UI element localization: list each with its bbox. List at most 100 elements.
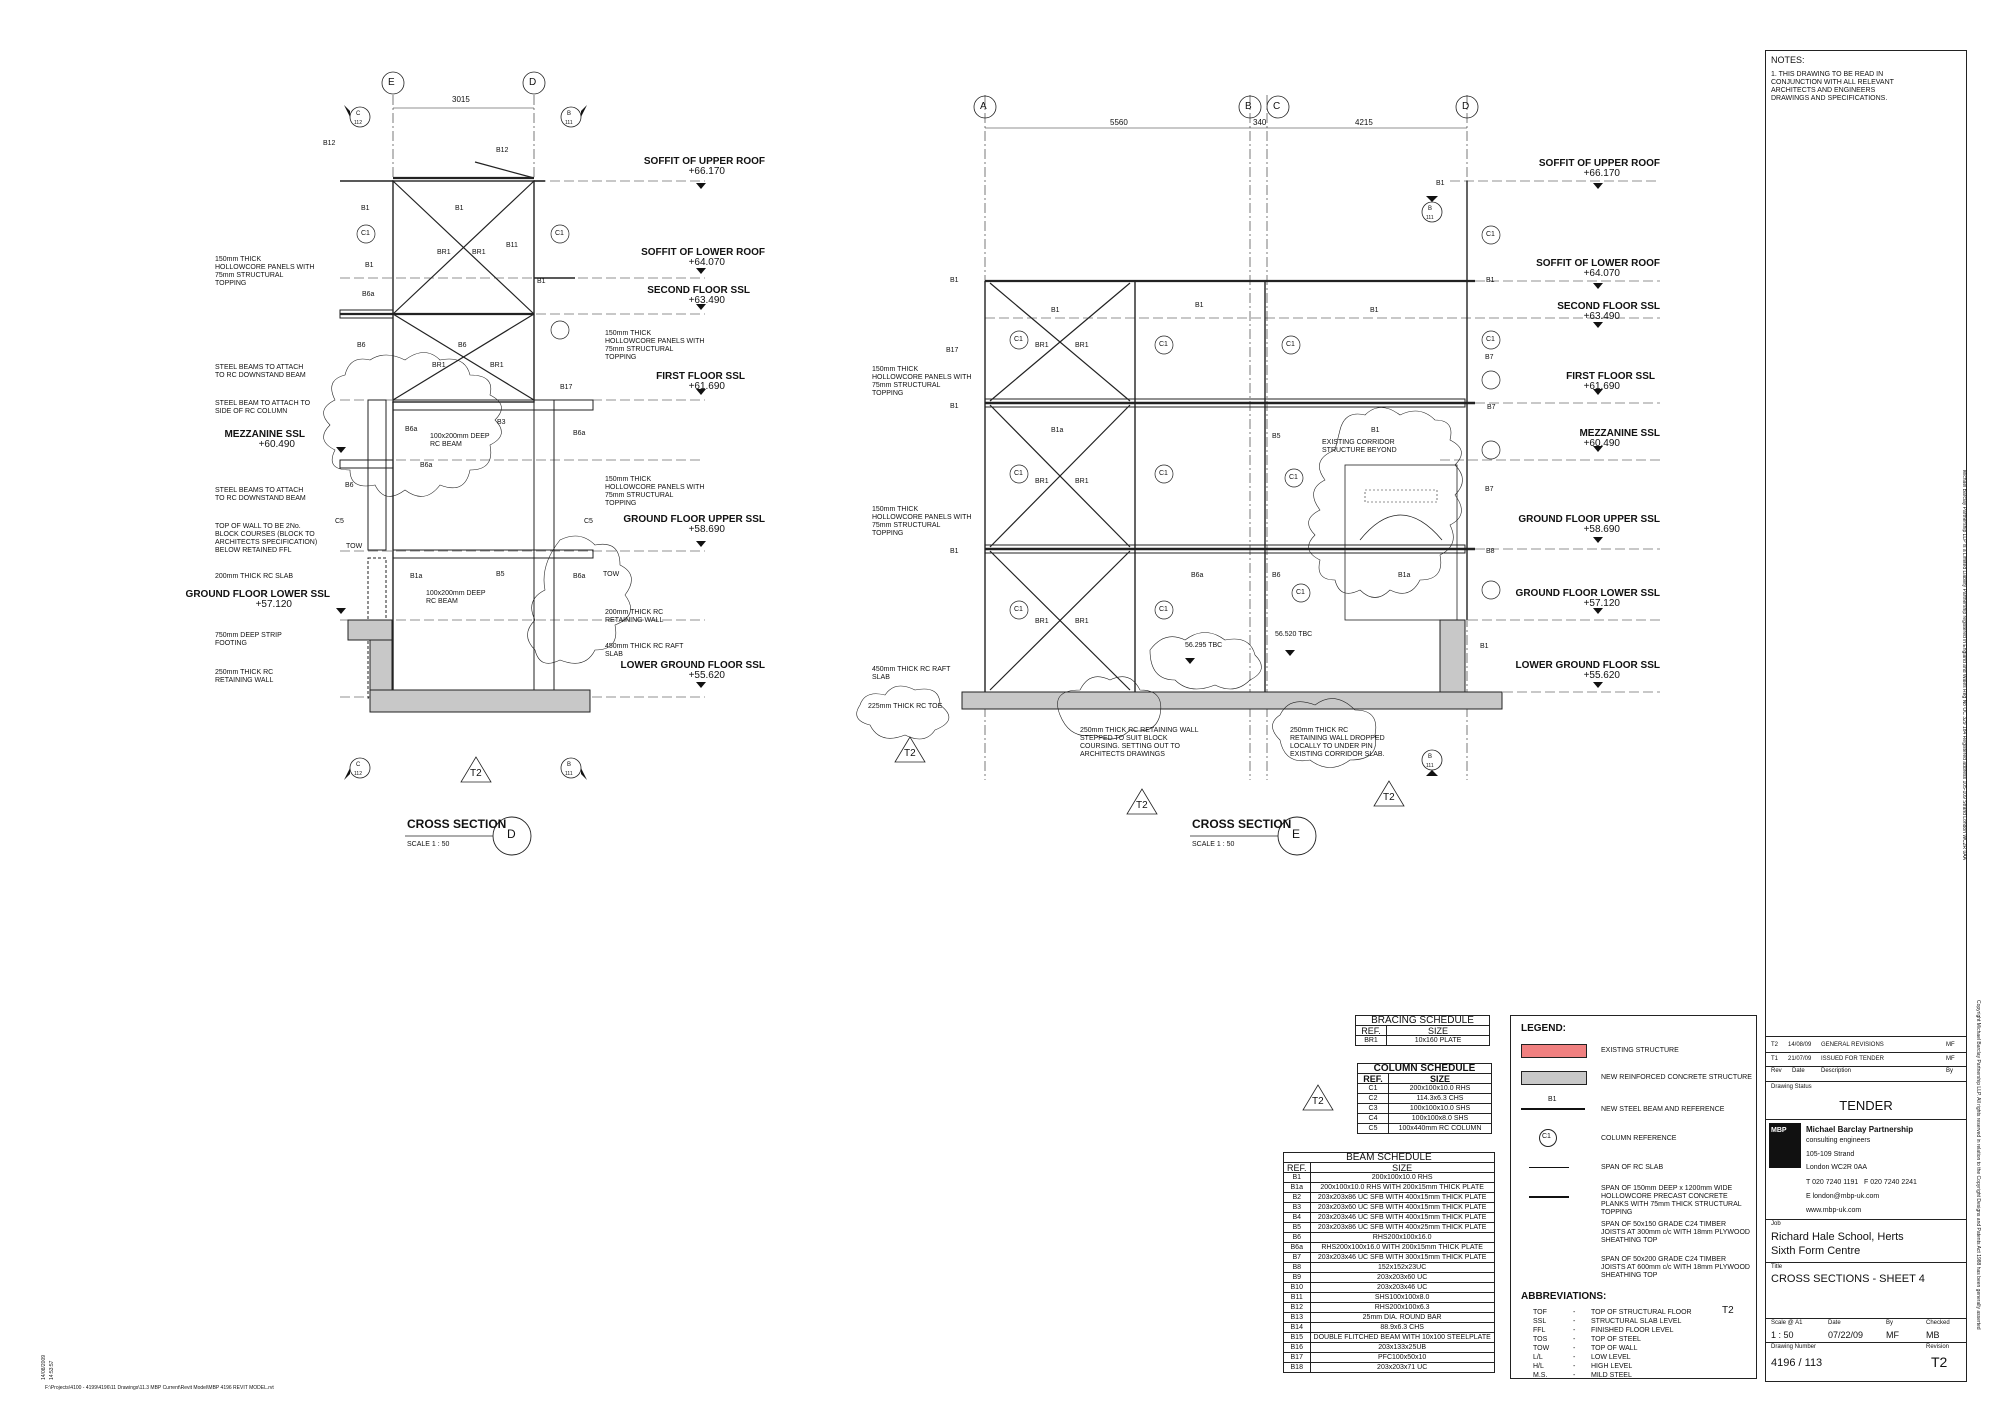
schedule-header: SIZE [1386, 1025, 1490, 1036]
drawing-status: TENDER [1839, 1098, 1893, 1113]
member-tag: B1 [1051, 307, 1060, 314]
member-tag: B8 [1486, 548, 1495, 555]
abbreviation-row: L/L-LOW LEVEL [1533, 1354, 1631, 1361]
section-ref-letter: B [1428, 754, 1433, 760]
level-value: +61.690 [688, 381, 725, 392]
member-tag: B1 [1370, 307, 1379, 314]
column-tag: C1 [361, 230, 370, 237]
column-tag: C1 [1286, 341, 1295, 348]
spot-level: 56.520 TBC [1275, 631, 1313, 638]
level-first-floor: FIRST FLOOR SSL [656, 371, 745, 382]
member-tag: B1a [1398, 572, 1411, 579]
grid-label-e: E [388, 77, 395, 88]
bracing-tag: BR1 [437, 249, 451, 256]
revision-tag: T2 [1722, 1305, 1734, 1316]
drawing-number: 4196 / 113 [1771, 1357, 1823, 1369]
member-tag: B11 [506, 242, 518, 249]
web: www.mbp-uk.com [1806, 1207, 1862, 1214]
member-tag: B1 [537, 278, 546, 285]
email: E london@mbp-uk.com [1806, 1193, 1880, 1200]
schedule-header: SIZE [1309, 1162, 1495, 1173]
abbreviation-row: TOS-TOP OF STEEL [1533, 1336, 1641, 1343]
section-ref-letter: B [1428, 206, 1433, 212]
member-tag: B6a [1191, 572, 1204, 579]
level-soffit-upper-roof: SOFFIT OF UPPER ROOF [643, 156, 765, 167]
grid-label-b: B [1245, 101, 1252, 112]
legend-label: SPAN OF RC SLAB [1601, 1164, 1664, 1171]
member-tag: B6 [458, 342, 467, 349]
section-mark-e: E [1292, 827, 1301, 841]
member-tag: B1 [365, 262, 374, 269]
level-ground-upper: GROUND FLOOR UPPER SSL [1518, 514, 1660, 525]
member-tag: B3 [497, 419, 506, 426]
file-path: F:\Projects\4100 - 4199\4196\11 Drawings… [45, 1385, 274, 1391]
section-scale: SCALE 1 : 50 [407, 841, 450, 848]
firm-logo: MBP [1769, 1123, 1801, 1168]
note-1: 1. THIS DRAWING TO BE READ IN CONJUNCTIO… [1771, 71, 1894, 102]
member-tag: B17 [560, 384, 573, 391]
dimension-5560: 5560 [1110, 118, 1128, 127]
level-value: +57.120 [255, 599, 292, 610]
level-value: +66.170 [688, 166, 725, 177]
bracing-tag: BR1 [472, 249, 486, 256]
level-soffit-upper-roof: SOFFIT OF UPPER ROOF [1538, 158, 1660, 169]
abbreviation-row: TOW-TOP OF WALL [1533, 1345, 1638, 1352]
legend-tag: B1 [1548, 1096, 1557, 1103]
section-ref-letter: B [567, 762, 572, 768]
number-label: Drawing Number [1771, 1344, 1817, 1350]
bracing-tag: BR1 [432, 362, 446, 369]
member-tag: B12 [323, 140, 336, 147]
title-label: Title [1771, 1264, 1783, 1270]
abbreviation-row: TOF-TOP OF STRUCTURAL FLOOR [1533, 1309, 1692, 1316]
revision-tag: T2 [470, 768, 482, 779]
level-first-floor: FIRST FLOOR SSL [1566, 371, 1655, 382]
schedule-title: BRACING SCHEDULE [1355, 1015, 1490, 1026]
column-tag: C1 [1159, 606, 1168, 613]
revision-tag: T2 [1312, 1096, 1324, 1107]
member-tag: B6 [345, 482, 354, 489]
revision-tag: T2 [904, 748, 916, 759]
legend-span-arrow [1529, 1196, 1569, 1198]
member-tag: B6 [1272, 572, 1281, 579]
checked-label: Checked [1926, 1320, 1950, 1326]
column-tag: C1 [1014, 336, 1023, 343]
bracing-tag: BR1 [1075, 342, 1089, 349]
tow-tag: TOW [346, 543, 363, 550]
level-value: +60.490 [258, 439, 295, 450]
section-title-d: CROSS SECTION [407, 817, 507, 831]
scale-label: Scale @ A1 [1771, 1320, 1803, 1326]
member-tag: B12 [496, 147, 509, 154]
legend-label: NEW REINFORCED CONCRETE STRUCTURE [1601, 1074, 1752, 1081]
section-ref-sheet: 111 [1426, 215, 1434, 221]
level-value: +64.070 [688, 257, 725, 268]
section-ref-sheet: 111 [565, 771, 573, 777]
bracing-tag: BR1 [1035, 342, 1049, 349]
level-mezzanine: MEZZANINE SSL [224, 429, 305, 440]
notes-title: NOTES: [1771, 55, 1805, 65]
firm-name: Michael Barclay Partnership [1806, 1125, 1914, 1134]
tel: T 020 7240 1191 [1806, 1179, 1859, 1186]
member-tag: B1a [410, 573, 423, 580]
